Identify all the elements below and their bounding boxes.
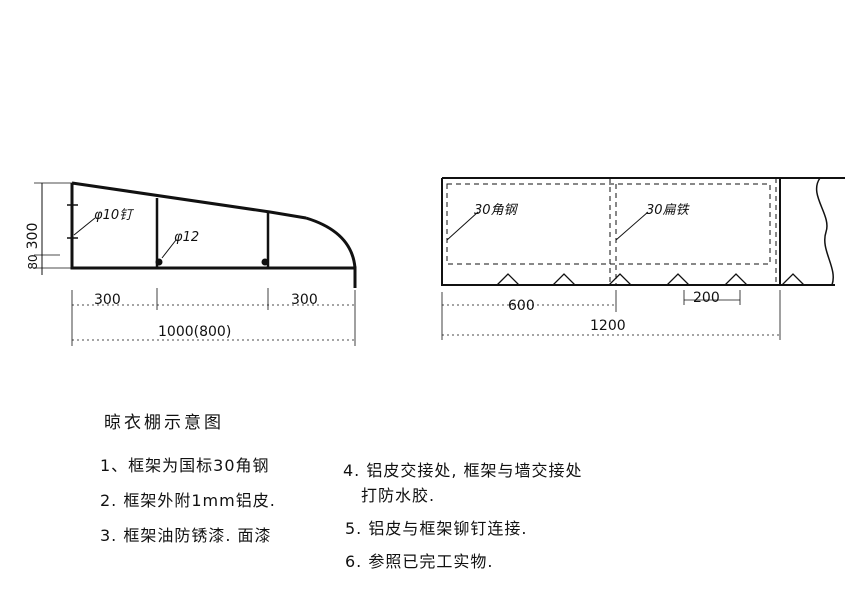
- note-item: 4. 铝皮交接处, 框架与墙交接处: [343, 461, 583, 480]
- note-item: 6. 参照已完工实物.: [345, 552, 494, 571]
- frame-outline: [70, 181, 357, 288]
- dashed-angle-frame: [446, 183, 771, 265]
- leader-30-flat: [615, 211, 649, 241]
- side-elevation: [34, 181, 357, 346]
- label-phi12: φ12: [174, 230, 199, 245]
- note-item: 5. 铝皮与框架铆钉连接.: [345, 519, 528, 538]
- dim-height-total: 300: [25, 223, 41, 250]
- leader-phi10: [73, 217, 96, 236]
- rivet-dot-1: [155, 258, 163, 266]
- dim-panel-width: 600: [508, 298, 535, 314]
- note-item: 3. 框架油防锈漆. 面漆: [100, 526, 272, 545]
- note-item: 打防水胶.: [361, 486, 436, 505]
- dim-right-offset: 300: [291, 292, 318, 308]
- leader-30-angle: [446, 211, 479, 241]
- dim-left-offset: 300: [94, 292, 121, 308]
- zigzag-rivet-line: [496, 273, 805, 286]
- dim-rivet-spacing: 200: [693, 290, 720, 306]
- note-item: 1、框架为国标30角钢: [100, 456, 270, 475]
- label-30-angle-steel: 30角钢: [474, 203, 519, 218]
- label-30-flat-iron: 30扁铁: [646, 203, 691, 218]
- dim-height-bottom: 80: [26, 254, 40, 269]
- rivet-dot-2: [261, 258, 269, 266]
- plan-view: [441, 177, 845, 340]
- leader-phi12: [161, 239, 177, 259]
- label-phi10-nail: φ10钉: [94, 208, 134, 223]
- notes-title: 晾衣棚示意图: [104, 413, 224, 433]
- note-item: 2. 框架外附1mm铝皮.: [100, 491, 276, 510]
- dim-plan-total: 1200: [590, 318, 626, 334]
- wall-break-line: [815, 177, 834, 286]
- dim-overall-length: 1000(800): [158, 324, 231, 340]
